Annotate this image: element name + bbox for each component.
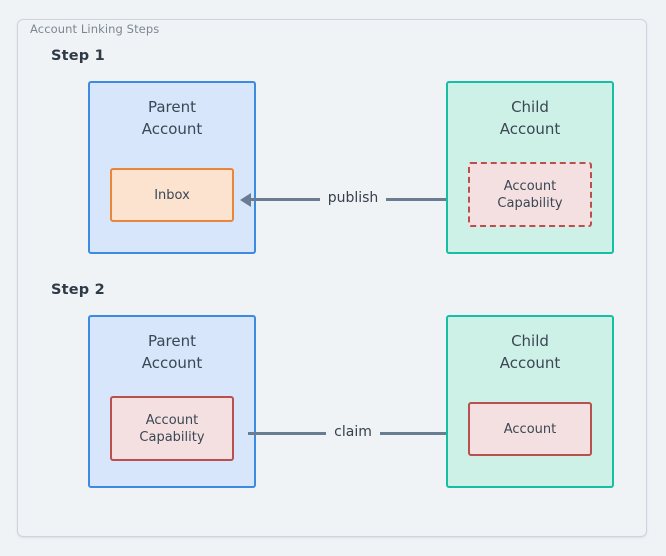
- parent-account-box-step2[interactable]: Parent Account Account Capability: [88, 315, 256, 488]
- step-section-2: Step 2 Parent Account Account Capability…: [18, 282, 646, 512]
- child-account-box-step2[interactable]: Child Account Account: [446, 315, 614, 488]
- diagram-frame: Account Linking Steps Step 1 Parent Acco…: [17, 19, 647, 537]
- parent-account-box-step1[interactable]: Parent Account Inbox: [88, 81, 256, 254]
- connector-line-left-claim: [248, 432, 326, 435]
- account-box-step2[interactable]: Account: [468, 402, 592, 456]
- child-account-label-step1: Child Account: [499, 98, 561, 138]
- parent-account-label-step1: Parent Account: [141, 98, 203, 138]
- arrow-head-left-icon: [240, 192, 251, 207]
- connector-label-publish: publish: [320, 189, 386, 207]
- step-section-1: Step 1 Parent Account Inbox publish Chil…: [18, 48, 646, 278]
- child-account-box-step1[interactable]: Child Account Account Capability: [446, 81, 614, 254]
- connector-line-left-publish: [248, 198, 320, 201]
- parent-account-label-step2: Parent Account: [141, 332, 203, 372]
- frame-legend: Account Linking Steps: [26, 22, 164, 36]
- account-capability-box-step2[interactable]: Account Capability: [110, 396, 234, 461]
- connector-label-claim: claim: [327, 423, 379, 441]
- connector-claim: claim: [248, 419, 466, 449]
- account-capability-box-step1[interactable]: Account Capability: [468, 162, 592, 227]
- connector-line-right-claim: [380, 432, 458, 435]
- inbox-box-step1[interactable]: Inbox: [110, 168, 234, 222]
- child-account-label-step2: Child Account: [499, 332, 561, 372]
- connector-line-right-publish: [386, 198, 458, 201]
- step-title-2: Step 2: [51, 282, 105, 298]
- connector-publish: publish: [240, 185, 458, 215]
- step-title-1: Step 1: [51, 48, 105, 64]
